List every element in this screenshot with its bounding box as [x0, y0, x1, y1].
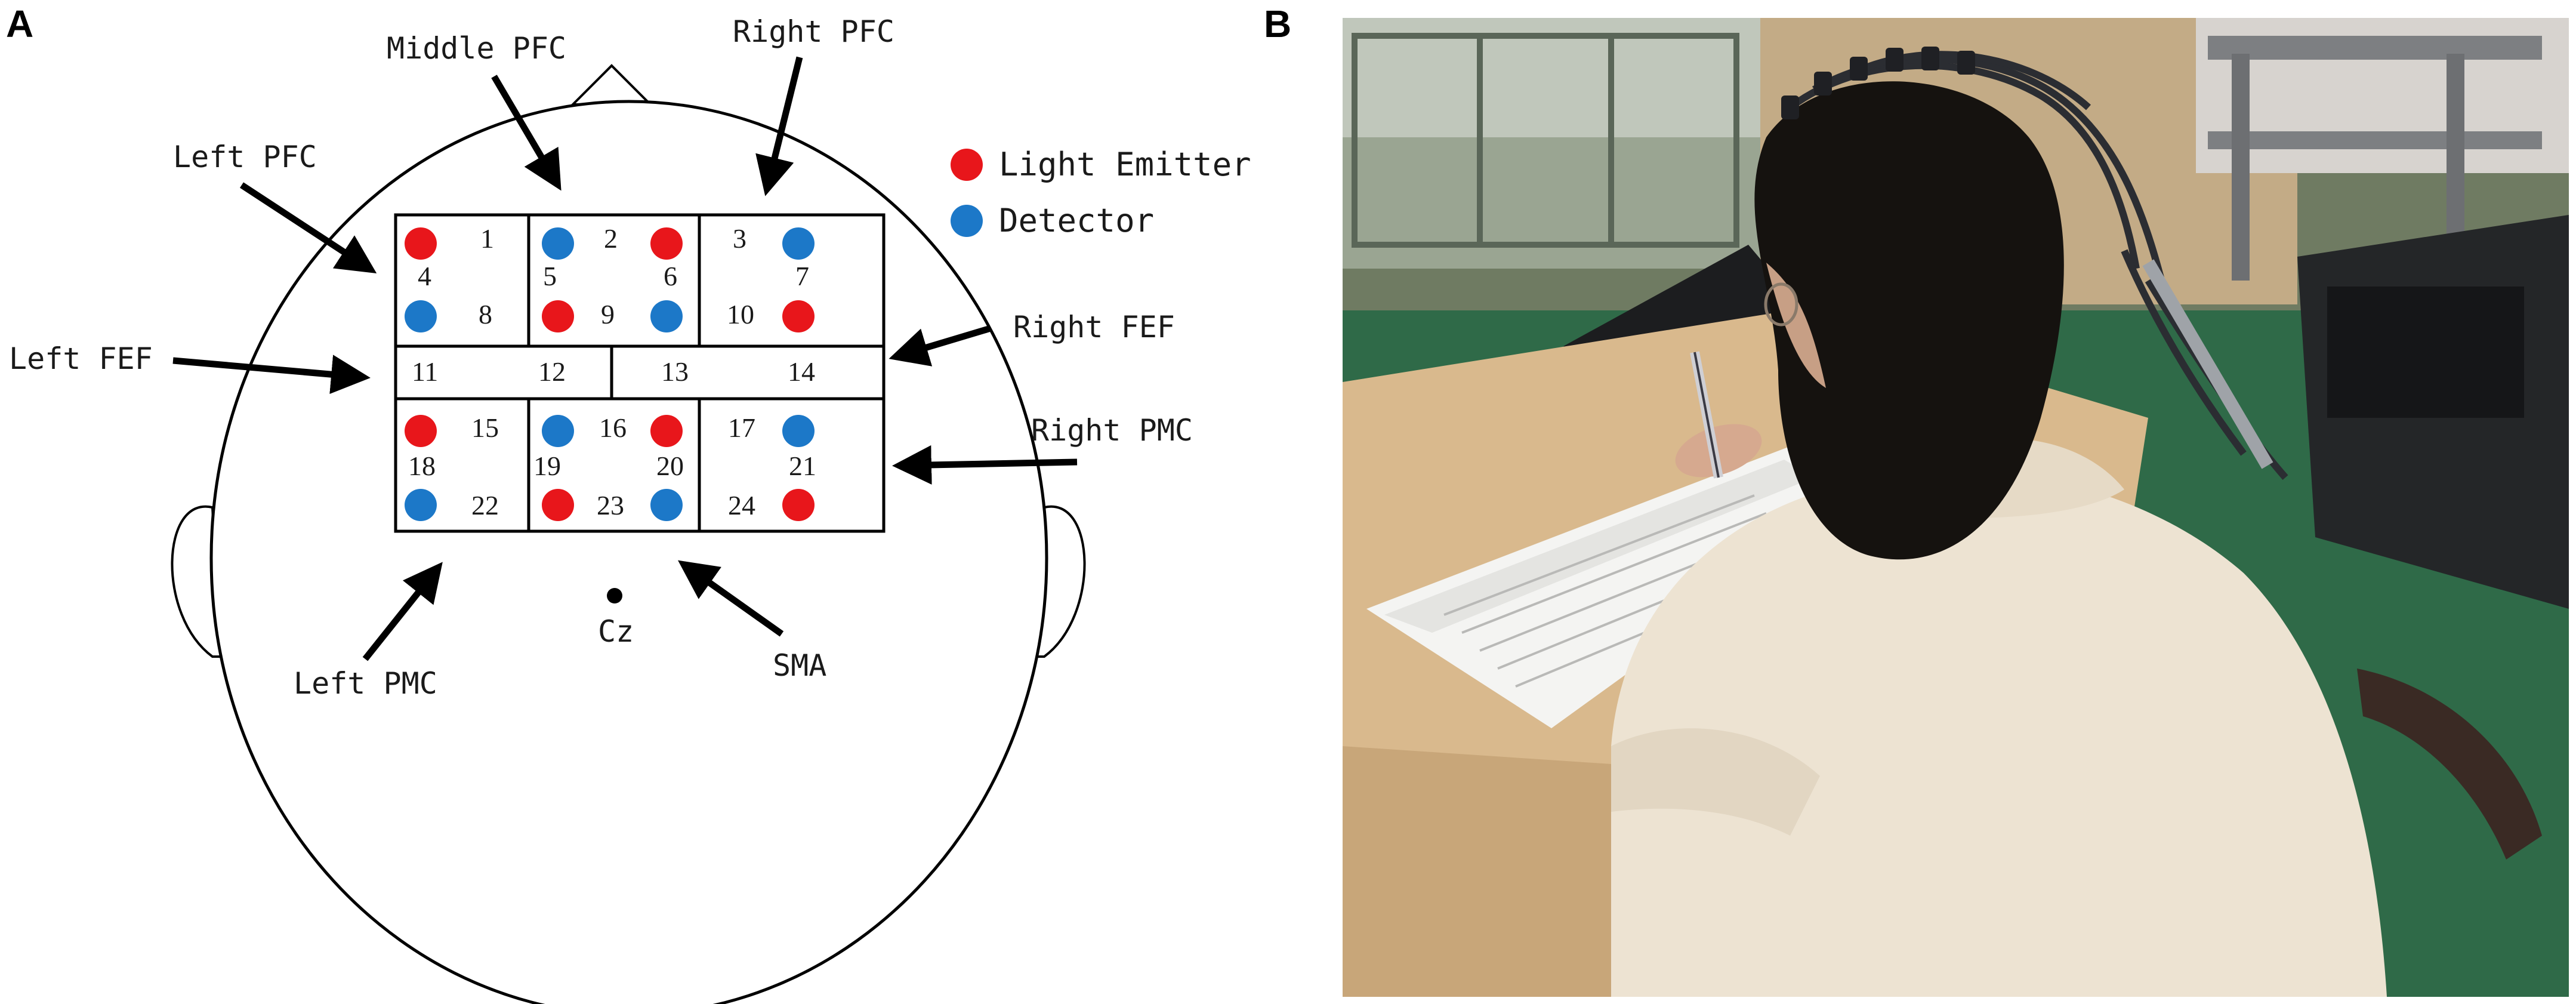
sma-arrow [678, 560, 784, 637]
channel-number: 5 [543, 261, 557, 291]
light-emitter-optode [650, 227, 683, 260]
right-pmc-arrow [892, 445, 1078, 485]
channel-number: 12 [538, 356, 566, 387]
pointer-arrows [172, 56, 1078, 661]
left-fef-label: Left FEF [9, 341, 153, 376]
head-ellipse [209, 100, 1048, 1004]
channel-number: 7 [795, 261, 809, 291]
detector-optode [650, 300, 683, 332]
probe-grid [394, 213, 886, 533]
right-pfc-arrow [755, 56, 803, 196]
channel-number: 1 [480, 223, 494, 254]
channel-number: 2 [604, 223, 618, 254]
cz-dot [607, 588, 622, 603]
legend-detector-label: Detector [999, 202, 1154, 239]
channel-number: 20 [656, 451, 684, 481]
legend: Light Emitter Detector [951, 146, 1251, 239]
left-pmc-arrow [362, 562, 443, 661]
middle-pfc-label: Middle PFC [387, 31, 566, 66]
channel-number: 13 [661, 356, 689, 387]
legend-emitter-swatch [951, 149, 983, 181]
channel-number: 11 [412, 356, 438, 387]
sma-label: SMA [773, 648, 826, 683]
light-emitter-optode [782, 300, 815, 332]
light-emitter-optode [650, 415, 683, 447]
channel-number: 21 [789, 451, 816, 481]
right-fef-label: Right FEF [1013, 310, 1175, 344]
left-ear [171, 505, 223, 658]
channel-number: 23 [597, 490, 624, 521]
region-labels: Left PFC Middle PFC Right PFC Left FEF R… [9, 14, 1193, 701]
photo-participant-wearing-fnirs-cap [1343, 18, 2569, 997]
light-emitter-optode [405, 227, 437, 260]
probe-outer-frame [394, 213, 886, 533]
light-emitter-optode [405, 415, 437, 447]
channel-number: 10 [727, 299, 754, 329]
detector-optode [405, 300, 437, 332]
legend-detector-swatch [951, 205, 983, 237]
left-fef-arrow [172, 355, 371, 395]
channel-number: 8 [479, 299, 492, 329]
channel-number: 22 [471, 490, 499, 521]
channel-number: 16 [599, 412, 627, 443]
channel-number: 18 [408, 451, 436, 481]
left-pmc-label: Left PMC [294, 666, 437, 701]
right-pfc-label: Right PFC [733, 14, 894, 49]
detector-optode [650, 489, 683, 521]
optode-layer [405, 227, 815, 521]
panel-b-letter: B [1264, 2, 1291, 45]
middle-pfc-arrow [491, 75, 562, 191]
detector-optode [542, 415, 574, 447]
channel-number: 14 [788, 356, 815, 387]
cz-label: Cz [598, 614, 634, 649]
detector-optode [405, 489, 437, 521]
channel-number: 15 [471, 412, 499, 443]
channel-number: 4 [418, 261, 431, 291]
panel-a-letter: A [6, 2, 33, 45]
light-emitter-optode [542, 300, 574, 332]
legend-emitter-label: Light Emitter [999, 146, 1251, 183]
channel-number: 3 [733, 223, 746, 254]
light-emitter-optode [782, 489, 815, 521]
detector-optode [542, 227, 574, 260]
detector-optode [782, 227, 815, 260]
nose [570, 64, 653, 106]
channel-number: 6 [664, 261, 677, 291]
left-pfc-arrow [239, 182, 377, 274]
right-ear [1034, 505, 1086, 658]
channel-number: 9 [601, 299, 615, 329]
detector-optode [782, 415, 815, 447]
right-pmc-label: Right PMC [1031, 413, 1193, 448]
channel-numbers: 1 2 3 4 5 6 7 8 9 10 11 12 13 14 15 16 1… [408, 223, 816, 521]
channel-number: 19 [533, 451, 561, 481]
light-emitter-optode [542, 489, 574, 521]
head-outline [171, 64, 1086, 1004]
left-pfc-label: Left PFC [173, 140, 317, 174]
channel-number: 24 [728, 490, 755, 521]
channel-number: 17 [728, 412, 755, 443]
right-fef-arrow [889, 325, 992, 367]
